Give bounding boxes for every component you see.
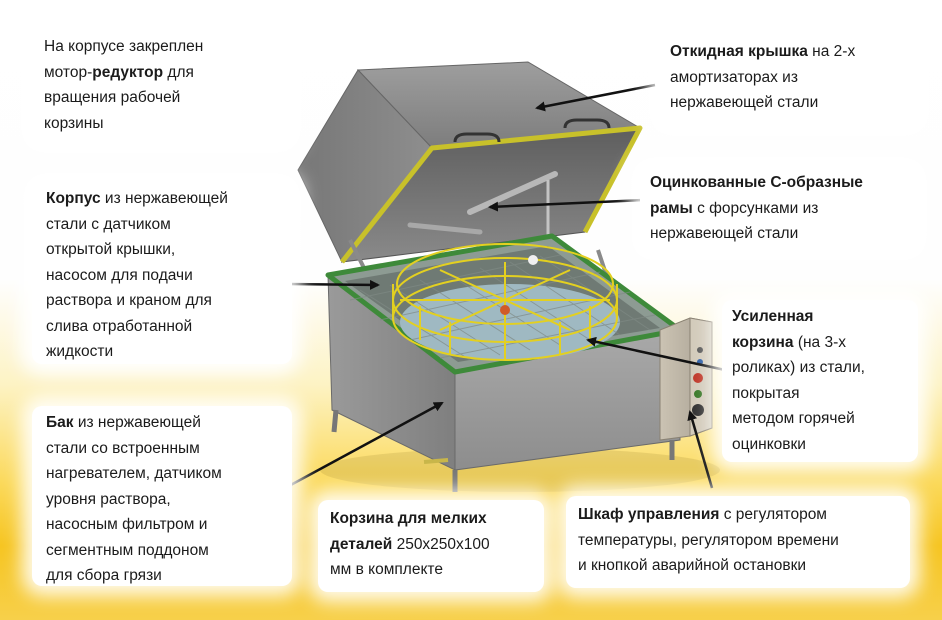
callout-text: раствора и краном для <box>46 292 212 309</box>
callout-bold: деталей <box>330 535 393 553</box>
callout-cabinet: Шкаф управления с регулятором температур… <box>566 496 910 588</box>
callout-text: На корпусе закреплен <box>44 38 204 55</box>
arrow-basket <box>586 336 726 372</box>
callout-text: открытой крышки, <box>46 241 176 258</box>
callout-bold: редуктор <box>92 63 164 81</box>
arrow-cabinet <box>687 410 714 489</box>
callout-bold: рамы <box>650 199 693 217</box>
solution-surface <box>400 284 620 360</box>
c-frame-nozzle <box>467 171 558 215</box>
callout-text: для <box>163 63 194 81</box>
arrow-frames <box>488 198 644 212</box>
callout-text: методом горячей <box>732 410 855 427</box>
callout-text: слива отработанной <box>46 317 193 335</box>
callout-text: стали с датчиком <box>46 215 171 233</box>
callout-text: роликах) из стали, <box>732 359 865 376</box>
callout-frames: Оцинкованные С-образные рамы с форсункам… <box>640 166 918 252</box>
lid <box>297 61 643 349</box>
callout-motor: На корпусе закреплен мотор-редуктор для … <box>30 30 292 144</box>
callout-text: покрытая <box>732 384 800 402</box>
callout-text: температуры, регулятором времени <box>578 531 839 549</box>
callout-lid: Откидная крышка на 2-х амортизаторах из … <box>658 33 920 127</box>
callout-text: стали со встроенным <box>46 439 200 457</box>
floor-shadow <box>320 448 720 492</box>
callout-body: Корпус из нержавеющей стали с датчиком о… <box>32 182 292 364</box>
callout-text: мотор- <box>44 63 93 81</box>
callout-text: для сбора грязи <box>46 567 162 584</box>
callout-text: (на 3-х <box>793 333 847 351</box>
lid-handle-right <box>563 118 611 129</box>
lid-handle-left <box>453 132 501 143</box>
callout-text: насосом для подачи <box>46 266 193 284</box>
callout-text: вращения рабочей <box>44 89 181 106</box>
basket-hub <box>500 305 510 315</box>
control-cabinet <box>659 317 713 441</box>
callout-text: нагревателем, датчиком <box>46 465 222 482</box>
callout-text: жидкости <box>46 343 114 360</box>
callout-text: амортизаторах из <box>670 68 798 86</box>
callout-small-basket: Корзина для мелких деталей 250х250х100 м… <box>318 500 544 592</box>
callout-bold: корзина <box>732 333 794 351</box>
callout-bold: Усиленная <box>732 308 814 325</box>
callout-text: сегментным поддоном <box>46 541 209 559</box>
callout-text: уровня раствора, <box>46 490 171 508</box>
arrow-body <box>286 279 380 290</box>
callout-text: 250х250х100 <box>392 535 490 553</box>
callout-bold: Бак <box>46 414 74 431</box>
callout-bold: Откидная крышка <box>670 43 808 60</box>
callout-bold: Корпус <box>46 190 101 207</box>
callout-text: нержавеющей стали <box>650 225 799 242</box>
callout-text: оцинковки <box>732 435 806 453</box>
callout-text: мм в комплекте <box>330 561 443 578</box>
callout-text: с регулятором <box>719 506 827 523</box>
callout-basket: Усиленная корзина (на 3-х роликах) из ст… <box>722 300 918 462</box>
callout-tank: Бак из нержавеющей стали со встроенным н… <box>32 406 292 586</box>
arrow-tank <box>286 401 444 489</box>
callout-text: насосным фильтром и <box>46 516 208 533</box>
callout-text: из нержавеющей <box>73 414 201 431</box>
indicator-lamp <box>693 373 703 383</box>
callout-bold: Шкаф управления <box>578 506 720 523</box>
rotating-basket <box>392 243 618 361</box>
callout-text: с форсунками из <box>692 199 819 217</box>
callout-text: корзины <box>44 114 104 132</box>
callout-text: нержавеющей стали <box>670 94 819 111</box>
drain-valve <box>423 458 449 464</box>
callout-bold: Корзина для мелких <box>330 510 487 527</box>
callout-text: и кнопкой аварийной остановки <box>578 557 807 574</box>
callout-bold: Оцинкованные С-образные <box>650 174 863 191</box>
callout-text: из нержавеющей <box>100 190 228 207</box>
arrow-lid <box>535 83 656 112</box>
leg <box>331 409 339 433</box>
callout-text: на 2-х <box>807 43 856 60</box>
